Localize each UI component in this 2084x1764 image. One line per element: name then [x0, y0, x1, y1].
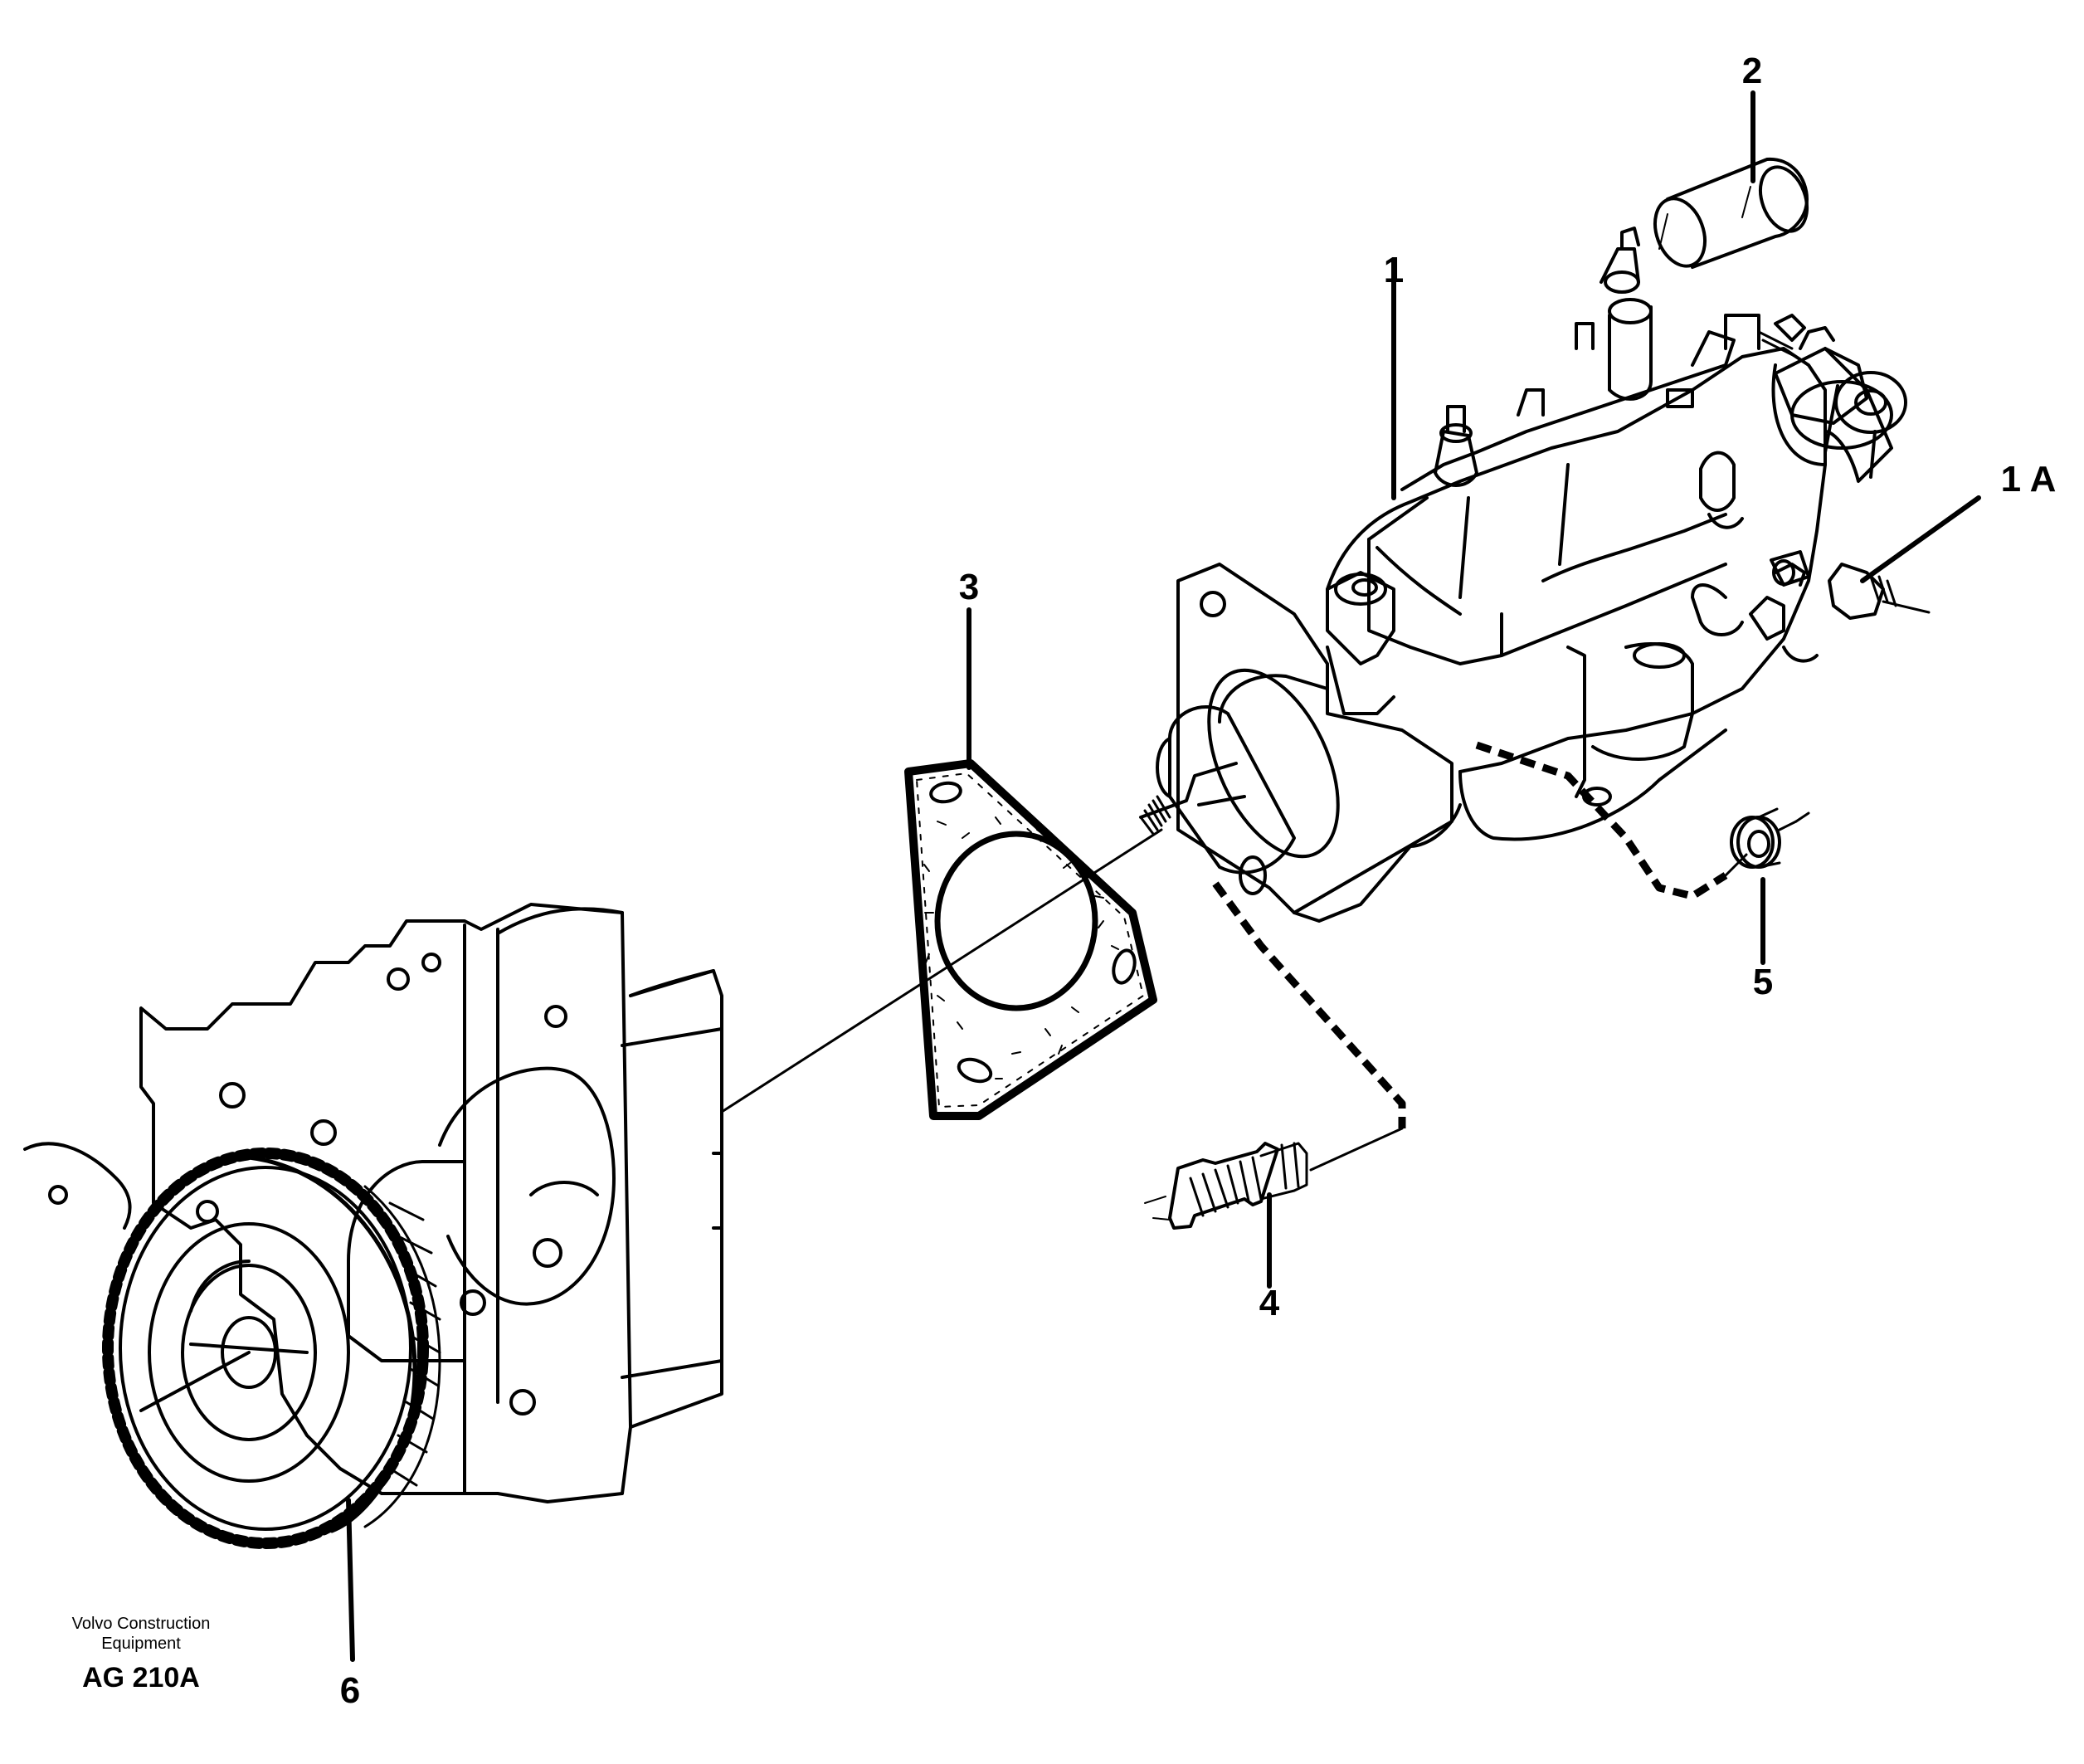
nut-assembly-path [1475, 741, 1728, 900]
drawing-code: AG 210A [82, 1662, 200, 1693]
drive-gear [102, 1148, 441, 1549]
callout-2: 2 [1742, 51, 1762, 91]
callout-4: 4 [1259, 1283, 1280, 1323]
manufacturer-line-1: Volvo Construction [71, 1615, 211, 1633]
callout-1a: 1 A [2001, 459, 2057, 499]
manufacturer-line-2: Equipment [101, 1635, 181, 1653]
callout-6: 6 [340, 1670, 360, 1711]
callout-1a-leader [1860, 495, 1981, 583]
callout-6-leader [346, 1498, 355, 1662]
assembly-axis-line [720, 828, 1163, 1113]
callout-5: 5 [1753, 962, 1773, 1002]
timing-housing [23, 903, 723, 1503]
gasket [904, 759, 1157, 1120]
manufacturer-credit: Volvo Construction Equipment [33, 1614, 249, 1654]
gear-leader-line [139, 1351, 251, 1412]
nut-assembly-line [1724, 853, 1748, 877]
stud-bolt [1144, 1142, 1308, 1230]
pump-fittings [1326, 227, 1907, 715]
fitting-axis-line [1882, 600, 1931, 614]
lock-nut [1730, 807, 1798, 869]
injection-pump [1139, 227, 1907, 923]
sleeve-part [1653, 157, 1809, 269]
callout-1: 1 [1384, 250, 1404, 290]
stud-assembly-path [1212, 881, 1406, 1128]
stud-assembly-line [1309, 1127, 1404, 1172]
callout-3: 3 [959, 567, 979, 607]
